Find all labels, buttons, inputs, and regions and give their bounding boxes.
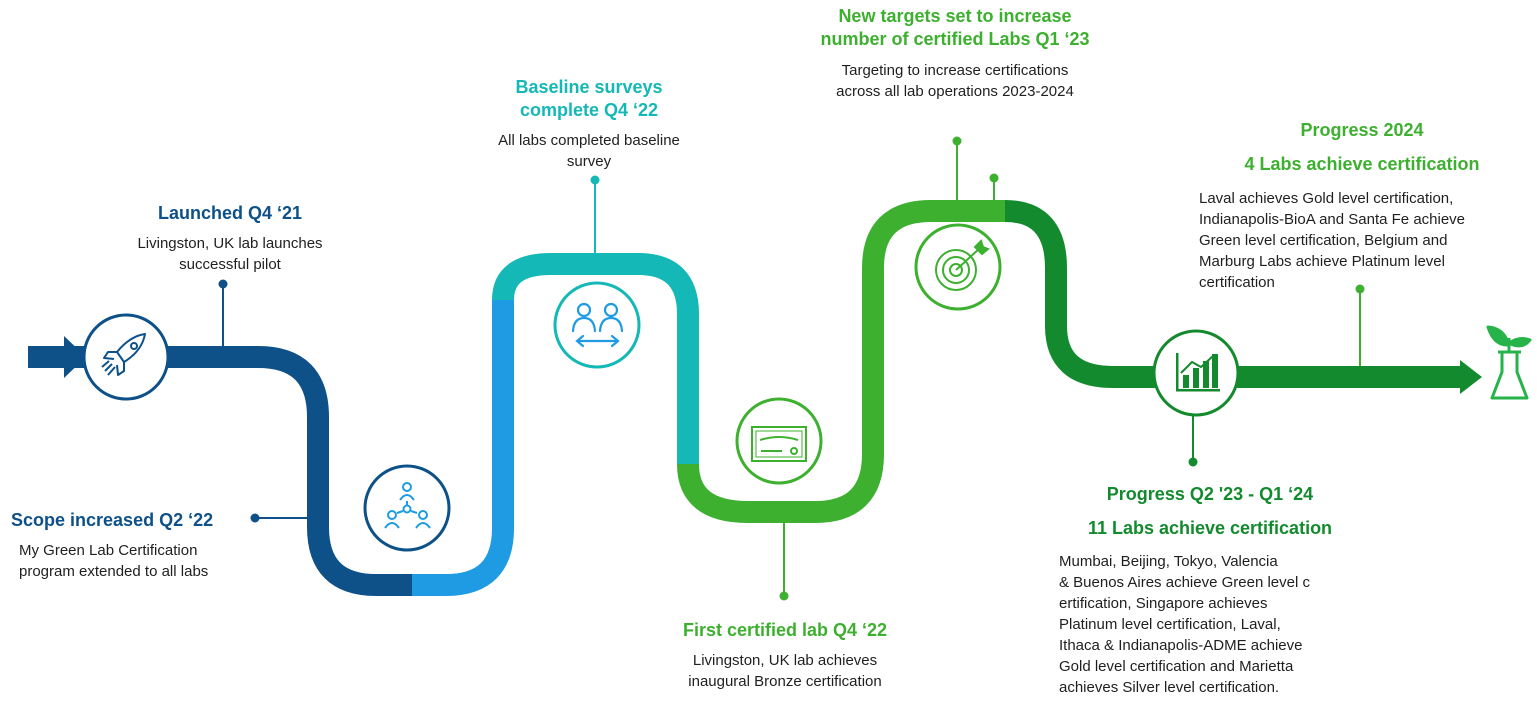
milestone-progress-2024: Progress 2024 4 Labs achieve certificati…	[1212, 119, 1512, 176]
milestone-title: Progress 2024	[1300, 120, 1424, 140]
certificate-icon	[735, 397, 823, 485]
milestone-first-certified-lab: First certified lab Q4 ‘22 Livingston, U…	[660, 619, 910, 692]
start-arrow	[35, 336, 86, 378]
milestone-subtitle: 11 Labs achieve certification	[1087, 518, 1333, 538]
target-icon	[914, 223, 1002, 311]
connector-dot	[590, 175, 600, 185]
people-exchange-icon	[553, 281, 641, 369]
connector-dot	[250, 513, 260, 523]
milestone-baseline-surveys: Baseline surveys complete Q4 ‘22 All lab…	[474, 76, 704, 172]
road-segment-navy	[28, 346, 412, 596]
road-segment-green	[677, 200, 1005, 523]
milestone-description: My Green Lab Certification program exten…	[19, 542, 209, 580]
milestone-subtitle: 4 Labs achieve certification	[1244, 154, 1480, 174]
milestone-title: New targets set to increase number of ce…	[820, 6, 1090, 49]
road-segment-teal	[492, 253, 699, 464]
sprout-flask-icon	[1486, 325, 1532, 400]
milestone-progress-q2-23-q1-24: Progress Q2 '23 - Q1 ‘24 11 Labs achieve…	[1060, 483, 1360, 540]
milestone-progress-q2-23-q1-24-description: Mumbai, Beijing, Tokyo, Valencia & Bueno…	[1059, 553, 1310, 696]
milestone-description: Livingston, UK lab achieves inaugural Br…	[688, 652, 882, 690]
connector-dot	[989, 173, 999, 183]
bar-chart-icon	[1152, 329, 1240, 417]
connector-dot	[1355, 284, 1365, 294]
milestone-description: Targeting to increase certifications acr…	[836, 62, 1074, 100]
connector-dot	[218, 279, 228, 289]
connector-dot	[1188, 457, 1198, 467]
milestone-new-targets: New targets set to increase number of ce…	[790, 5, 1120, 102]
connector-dot	[779, 591, 789, 601]
milestone-launched: Launched Q4 ‘21 Livingston, UK lab launc…	[120, 202, 340, 275]
milestone-progress-2024-description: Laval achieves Gold level certification,…	[1199, 190, 1466, 291]
milestone-title: Progress Q2 '23 - Q1 ‘24	[1106, 484, 1314, 504]
milestone-scope-increased: Scope increased Q2 ‘22 My Green Lab Cert…	[11, 509, 251, 582]
milestone-title: Baseline surveys complete Q4 ‘22	[515, 77, 663, 120]
end-arrow	[1460, 360, 1482, 394]
milestone-title: Launched Q4 ‘21	[157, 203, 303, 223]
milestone-title: Scope increased Q2 ‘22	[11, 510, 214, 530]
network-people-icon	[363, 464, 451, 552]
milestone-title: First certified lab Q4 ‘22	[682, 620, 888, 640]
road-segment-dark-green	[1004, 200, 1462, 388]
road-segment-blue	[412, 300, 514, 596]
connector-dot	[952, 136, 962, 146]
milestone-description: All labs completed baseline survey	[498, 132, 680, 170]
milestone-description: Livingston, UK lab launches successful p…	[137, 235, 323, 273]
rocket-icon	[82, 313, 170, 401]
